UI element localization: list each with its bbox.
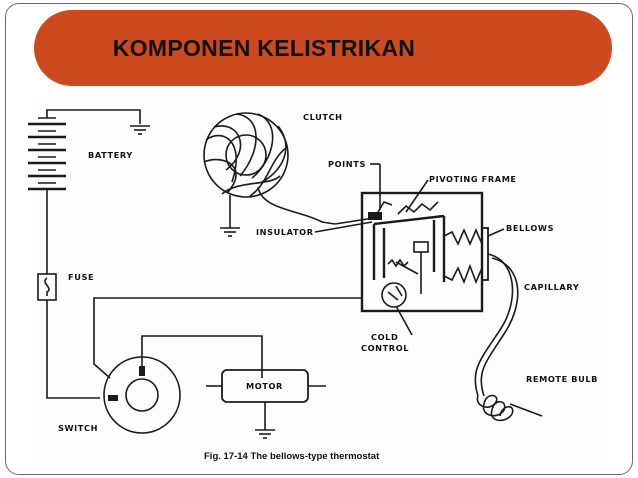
slide-title: KOMPONEN KELISTRIKAN	[112, 34, 416, 61]
switch-label: SWITCH	[58, 423, 98, 433]
motor-label: MOTOR	[246, 381, 283, 391]
slide-frame	[5, 3, 633, 475]
points-label: POINTS	[328, 159, 366, 169]
thermostat-switch-wire	[93, 297, 362, 379]
fuse-symbol	[37, 189, 100, 399]
motor-symbol	[206, 369, 326, 439]
capillary-label: CAPILLARY	[524, 282, 580, 292]
capillary-tube	[474, 253, 543, 422]
figure-caption: Fig. 17-14 The bellows-type thermostat	[204, 451, 380, 462]
pivoting-frame-label: PIVOTING FRAME	[429, 174, 517, 184]
insulator-label: INSULATOR	[256, 227, 314, 237]
fuse-label: FUSE	[68, 272, 94, 282]
pivoting-frame-leader	[405, 179, 429, 213]
bellows-leader	[487, 228, 505, 237]
battery-label: BATTERY	[88, 150, 133, 160]
cold-control-leader	[395, 305, 413, 336]
clutch-coil	[203, 112, 336, 237]
diagram-paper	[30, 98, 610, 464]
cold-control-label-2: CONTROL	[361, 343, 409, 353]
title-banner: KOMPONEN KELISTRIKAN	[34, 10, 612, 86]
clutch-label: CLUTCH	[303, 112, 343, 122]
cold-control-label-1: COLD	[371, 332, 398, 342]
insulator-leader	[314, 221, 373, 233]
switch-symbol	[103, 335, 263, 434]
remote-bulb-label: REMOTE BULB	[526, 374, 598, 384]
bellows-label: BELLOWS	[506, 223, 554, 233]
